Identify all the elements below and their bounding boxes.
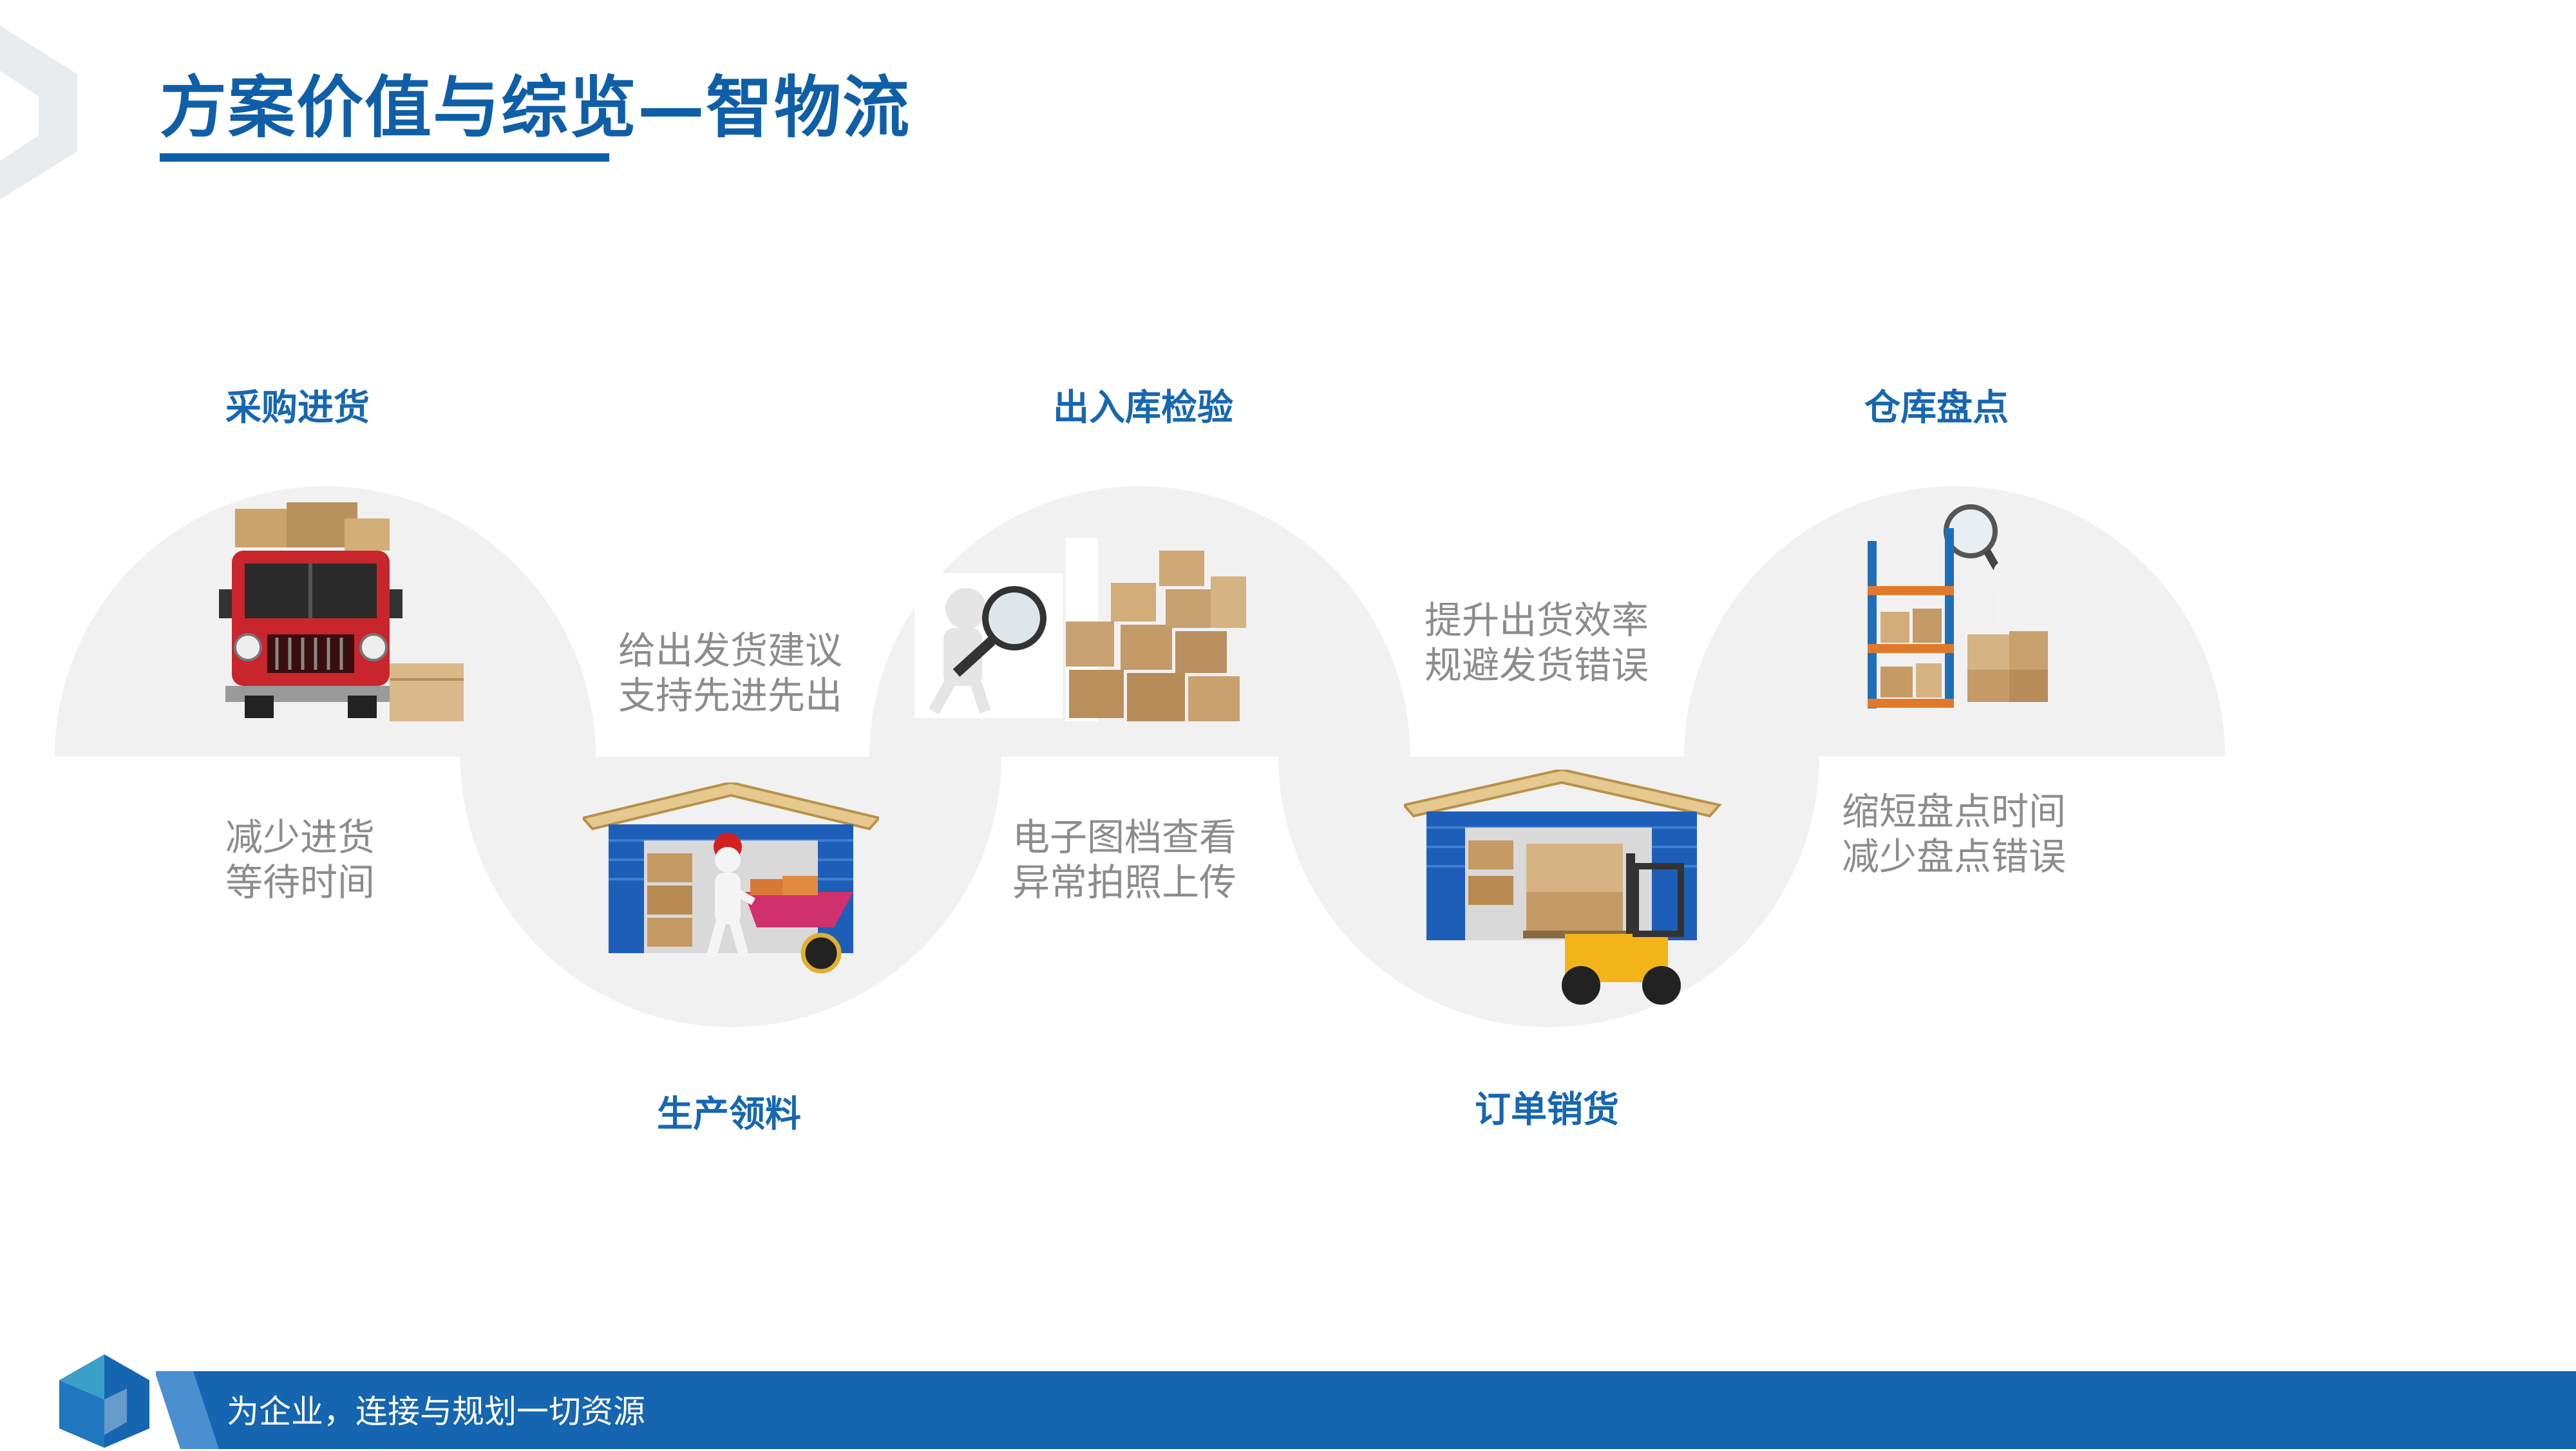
benefit-production: 给出发货建议 支持先进先出 — [618, 628, 842, 718]
benefit-line: 减少进货 — [225, 815, 375, 859]
stage-title-purchase: 采购进货 — [225, 387, 370, 429]
stage-title-inspection: 出入库检验 — [1053, 387, 1233, 429]
benefit-inspection: 电子图档查看 异常拍照上传 — [1012, 815, 1236, 905]
benefit-purchase: 减少进货 等待时间 — [225, 815, 375, 905]
footer-slogan: 为企业，连接与规划一切资源 — [227, 1393, 645, 1430]
benefit-line: 支持先进先出 — [618, 674, 843, 717]
benefit-line: 规避发货错误 — [1425, 643, 1649, 687]
stage-title-sales: 订单销货 — [1475, 1089, 1619, 1131]
benefit-line: 减少盘点错误 — [1842, 835, 2067, 878]
benefit-line: 缩短盘点时间 — [1842, 790, 2067, 833]
shelf-inventory-icon — [1868, 504, 2048, 708]
stage-title-inventory: 仓库盘点 — [1864, 387, 2009, 429]
benefit-sales: 提升出货效率 规避发货错误 — [1425, 598, 1649, 688]
benefit-line: 等待时间 — [225, 860, 375, 904]
warehouse-worker-wheelbarrow-icon — [583, 782, 879, 974]
magnifier-inspection-icon — [914, 538, 1246, 721]
title-underline — [160, 153, 609, 162]
page-title: 方案价值与综览—智物流 — [160, 68, 911, 147]
stage-title-production: 生产领料 — [657, 1094, 801, 1135]
warehouse-forklift-icon — [1404, 770, 1722, 1005]
company-logo — [53, 1351, 156, 1451]
corner-decoration — [0, 26, 77, 200]
benefit-line: 提升出货效率 — [1425, 598, 1649, 642]
delivery-truck-icon — [219, 502, 464, 721]
benefit-line: 电子图档查看 — [1012, 815, 1237, 859]
footer-bar — [155, 1371, 2576, 1449]
benefit-inventory: 缩短盘点时间 减少盘点错误 — [1842, 789, 2066, 879]
benefit-line: 异常拍照上传 — [1012, 860, 1237, 904]
benefit-line: 给出发货建议 — [618, 629, 843, 672]
